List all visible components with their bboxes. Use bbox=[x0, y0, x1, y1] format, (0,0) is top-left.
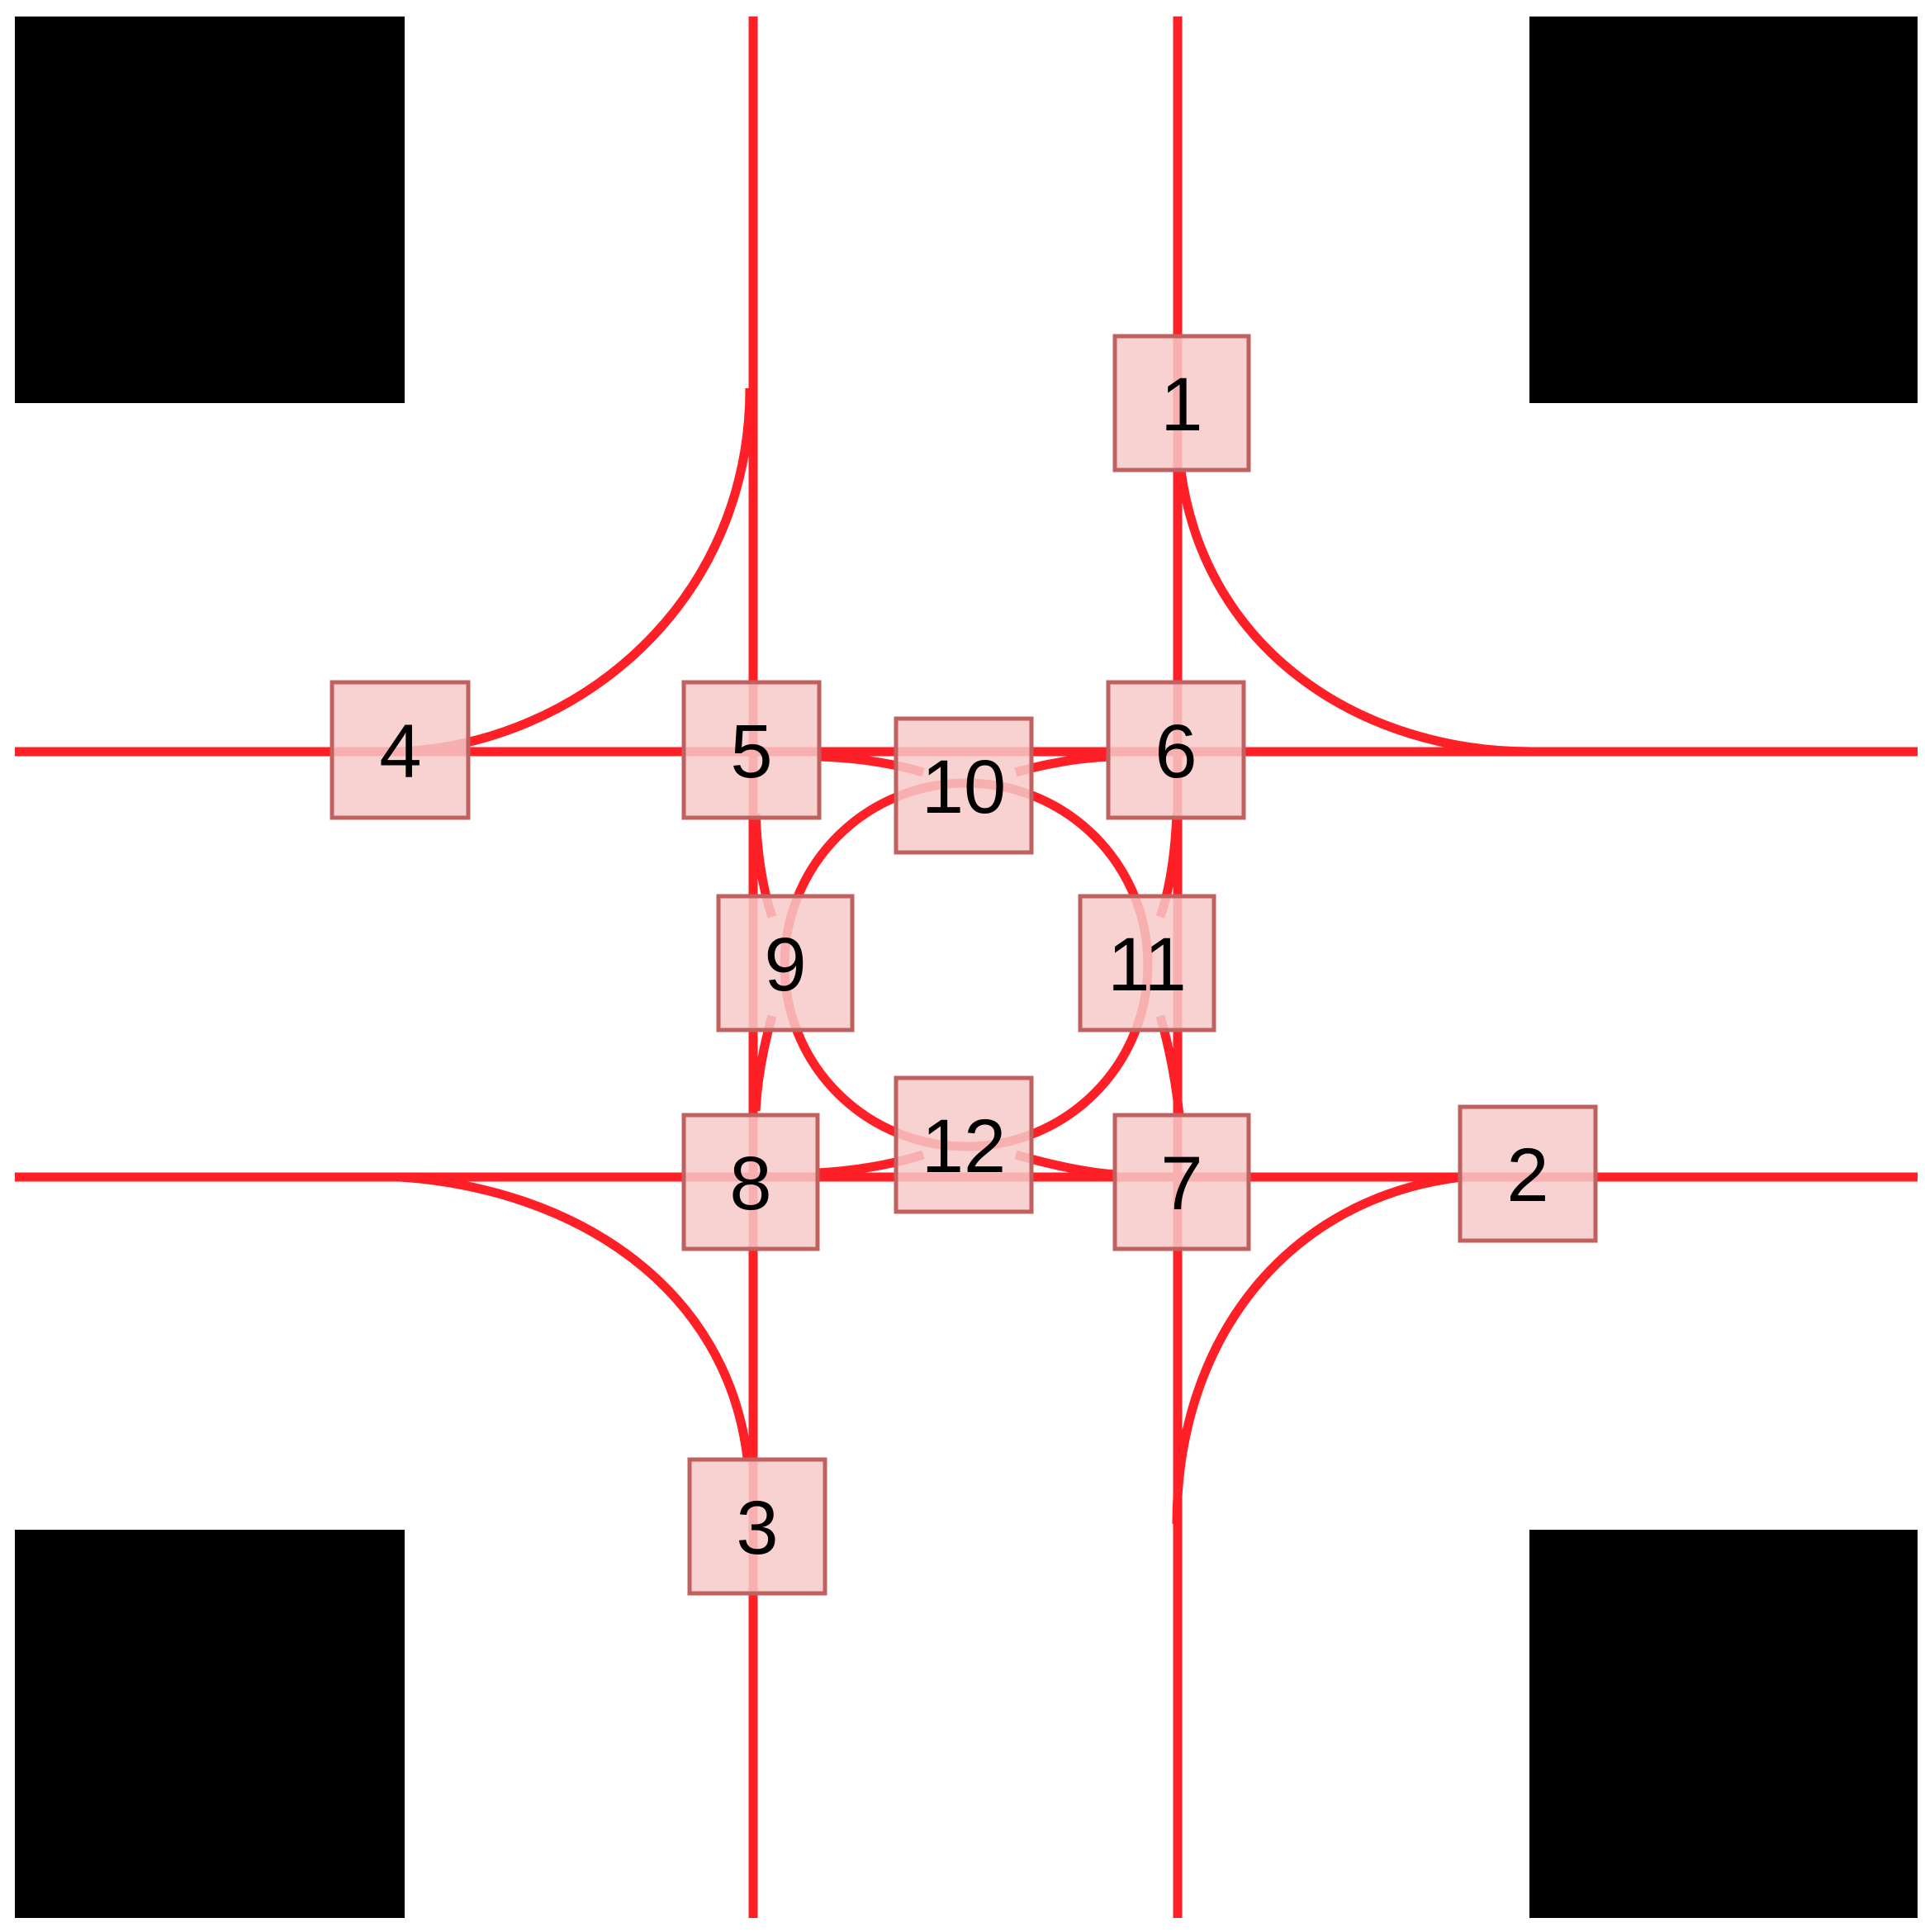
node-2-box bbox=[1458, 1104, 1598, 1243]
node-12-label: 12 bbox=[922, 1104, 1006, 1189]
node-7-box bbox=[1112, 1113, 1251, 1251]
curve-bottom-right bbox=[1172, 1172, 1463, 1525]
node-6-label: 6 bbox=[1155, 710, 1197, 794]
node-7-label: 7 bbox=[1160, 1142, 1202, 1226]
node-11-label: 11 bbox=[1107, 923, 1187, 1007]
node-9-label: 9 bbox=[764, 923, 806, 1007]
node-4-box bbox=[330, 680, 471, 820]
node-12[interactable]: 12 bbox=[894, 1075, 1034, 1214]
node-1-label: 1 bbox=[1160, 363, 1202, 447]
node-10-box bbox=[894, 716, 1034, 855]
node-10-label: 10 bbox=[922, 745, 1006, 829]
node-10[interactable]: 10 bbox=[894, 716, 1034, 855]
node-8-label: 8 bbox=[729, 1142, 771, 1226]
block-top-left bbox=[15, 17, 405, 403]
node-1[interactable]: 1 bbox=[1112, 334, 1251, 472]
node-3-label: 3 bbox=[736, 1486, 778, 1570]
turn-curves bbox=[400, 387, 1533, 1525]
node-1-box bbox=[1112, 334, 1251, 472]
node-5-label: 5 bbox=[730, 710, 772, 794]
node-9[interactable]: 9 bbox=[716, 894, 855, 1032]
node-3-box bbox=[687, 1457, 827, 1596]
node-4[interactable]: 4 bbox=[330, 680, 471, 820]
node-4-label: 4 bbox=[379, 710, 421, 794]
block-bottom-right bbox=[1529, 1530, 1918, 1918]
curve-top-left bbox=[400, 387, 755, 757]
node-2-label: 2 bbox=[1506, 1133, 1548, 1218]
node-2[interactable]: 2 bbox=[1458, 1104, 1598, 1243]
node-8-box bbox=[681, 1113, 820, 1251]
node-5-box bbox=[681, 680, 822, 820]
block-bottom-left bbox=[15, 1530, 405, 1918]
node-11-box bbox=[1078, 894, 1216, 1032]
node-3[interactable]: 3 bbox=[687, 1457, 827, 1596]
node-8[interactable]: 8 bbox=[681, 1113, 820, 1251]
node-12-box bbox=[894, 1075, 1034, 1214]
node-9-box bbox=[716, 894, 855, 1032]
node-5[interactable]: 5 bbox=[681, 680, 822, 820]
node-6[interactable]: 6 bbox=[1106, 680, 1246, 820]
node-6-box bbox=[1106, 680, 1246, 820]
node-7[interactable]: 7 bbox=[1112, 1113, 1251, 1251]
node-11[interactable]: 11 bbox=[1078, 894, 1216, 1032]
curve-top-right bbox=[1176, 470, 1533, 757]
curve-bottom-left bbox=[400, 1172, 752, 1459]
block-top-right bbox=[1529, 17, 1918, 403]
